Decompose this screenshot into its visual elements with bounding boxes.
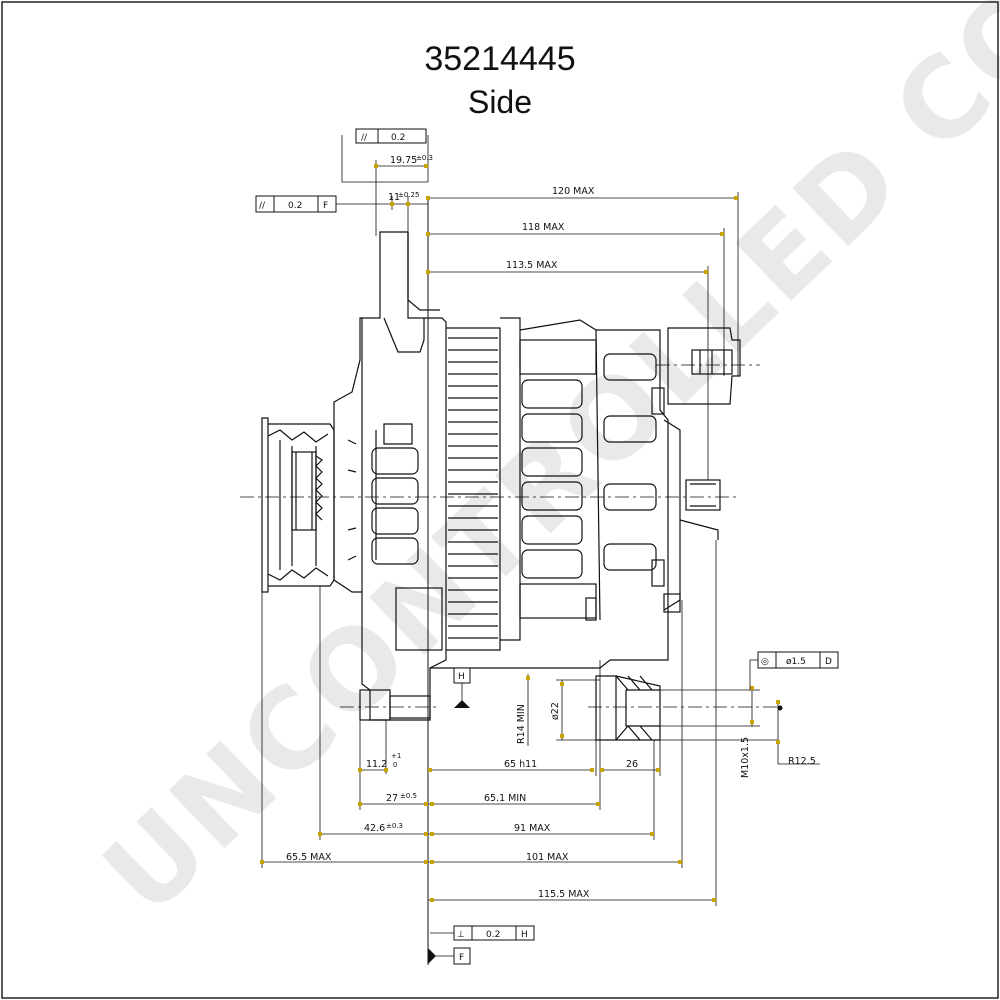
dim-120-max: 120 MAX bbox=[552, 186, 595, 197]
dim-27-tolerance: ±0.5 bbox=[400, 792, 417, 800]
dim-r12-5: R12.5 bbox=[788, 756, 816, 767]
dim-26: 26 bbox=[626, 759, 638, 770]
tolerance-perpendicular-datum: H bbox=[521, 930, 528, 940]
slip-ring-end-housing bbox=[430, 317, 681, 669]
dim-27: 27 bbox=[386, 793, 398, 804]
dimension-labels: 19.75 ±0.3 11 ±0.25 120 MAX 118 MAX 113.… bbox=[286, 154, 816, 900]
dim-dia-22: ø22 bbox=[550, 702, 561, 720]
tolerance-frame-perpendicular: ⊥ 0.2 H bbox=[430, 925, 535, 941]
dimension-arrows bbox=[260, 164, 780, 902]
dim-19-75: 19.75 bbox=[390, 155, 417, 166]
dim-42-6: 42.6 bbox=[364, 823, 385, 834]
tolerance-frame-top: // 0.2 bbox=[355, 128, 427, 144]
dim-115-5-max: 115.5 MAX bbox=[538, 889, 590, 900]
dim-11-2-tolerance-plus: +1 bbox=[391, 752, 401, 760]
terminal-connector bbox=[667, 327, 741, 540]
dim-113-5-max: 113.5 MAX bbox=[506, 260, 558, 271]
dim-19-75-tolerance: ±0.3 bbox=[416, 154, 433, 162]
tolerance-perpendicular-value: 0.2 bbox=[486, 930, 500, 940]
datum-f-label: F bbox=[459, 953, 464, 963]
drive-end-housing bbox=[333, 231, 447, 721]
dim-91-max: 91 MAX bbox=[514, 823, 551, 834]
tolerance-position-symbol: ◎ bbox=[761, 657, 769, 667]
tolerance-perpendicular-symbol: ⊥ bbox=[457, 930, 465, 940]
dim-65-5-max: 65.5 MAX bbox=[286, 852, 332, 863]
tolerance-top-symbol: // bbox=[361, 133, 368, 143]
dimension-lines bbox=[261, 135, 820, 906]
dim-11-2: 11.2 bbox=[366, 759, 387, 770]
dim-11-tolerance: ±0.25 bbox=[398, 191, 419, 199]
tolerance-position-datum: D bbox=[825, 657, 832, 667]
watermark-text: UNCONTROLLED COPY bbox=[79, 0, 1000, 939]
dim-101-max: 101 MAX bbox=[526, 852, 569, 863]
tolerance-left-value: 0.2 bbox=[288, 201, 302, 211]
tolerance-frame-left: // 0.2 F bbox=[255, 195, 337, 213]
stator-stack bbox=[446, 327, 501, 651]
tolerance-top-value: 0.2 bbox=[391, 133, 405, 143]
datum-h-label: H bbox=[458, 672, 465, 682]
dim-118-max: 118 MAX bbox=[522, 222, 565, 233]
dim-m10x1-5: M10x1.5 bbox=[740, 737, 751, 778]
alternator-outline bbox=[261, 231, 741, 741]
dim-65-h11: 65 h11 bbox=[504, 759, 537, 770]
datum-f-marker: F bbox=[428, 947, 471, 965]
dim-r14-min: R14 MIN bbox=[516, 704, 527, 744]
pulley bbox=[261, 417, 335, 593]
dim-11: 11 bbox=[388, 192, 400, 203]
drawing-part-number: 35214445 bbox=[424, 40, 576, 78]
dim-42-6-tolerance: ±0.3 bbox=[386, 822, 403, 830]
tolerance-left-datum: F bbox=[323, 201, 328, 211]
drawing-view-name: Side bbox=[467, 84, 533, 120]
tolerance-frame-position: ◎ ø1.5 D bbox=[749, 651, 839, 690]
tolerance-left-symbol: // bbox=[259, 201, 266, 211]
dim-11-2-tolerance-zero: 0 bbox=[393, 761, 397, 769]
dim-65-1-min: 65.1 MIN bbox=[484, 793, 526, 804]
tolerance-position-value: ø1.5 bbox=[786, 657, 806, 667]
mounting-ear bbox=[595, 675, 661, 741]
datum-h-marker: H bbox=[453, 667, 471, 708]
r12-5-center-point bbox=[777, 705, 783, 711]
